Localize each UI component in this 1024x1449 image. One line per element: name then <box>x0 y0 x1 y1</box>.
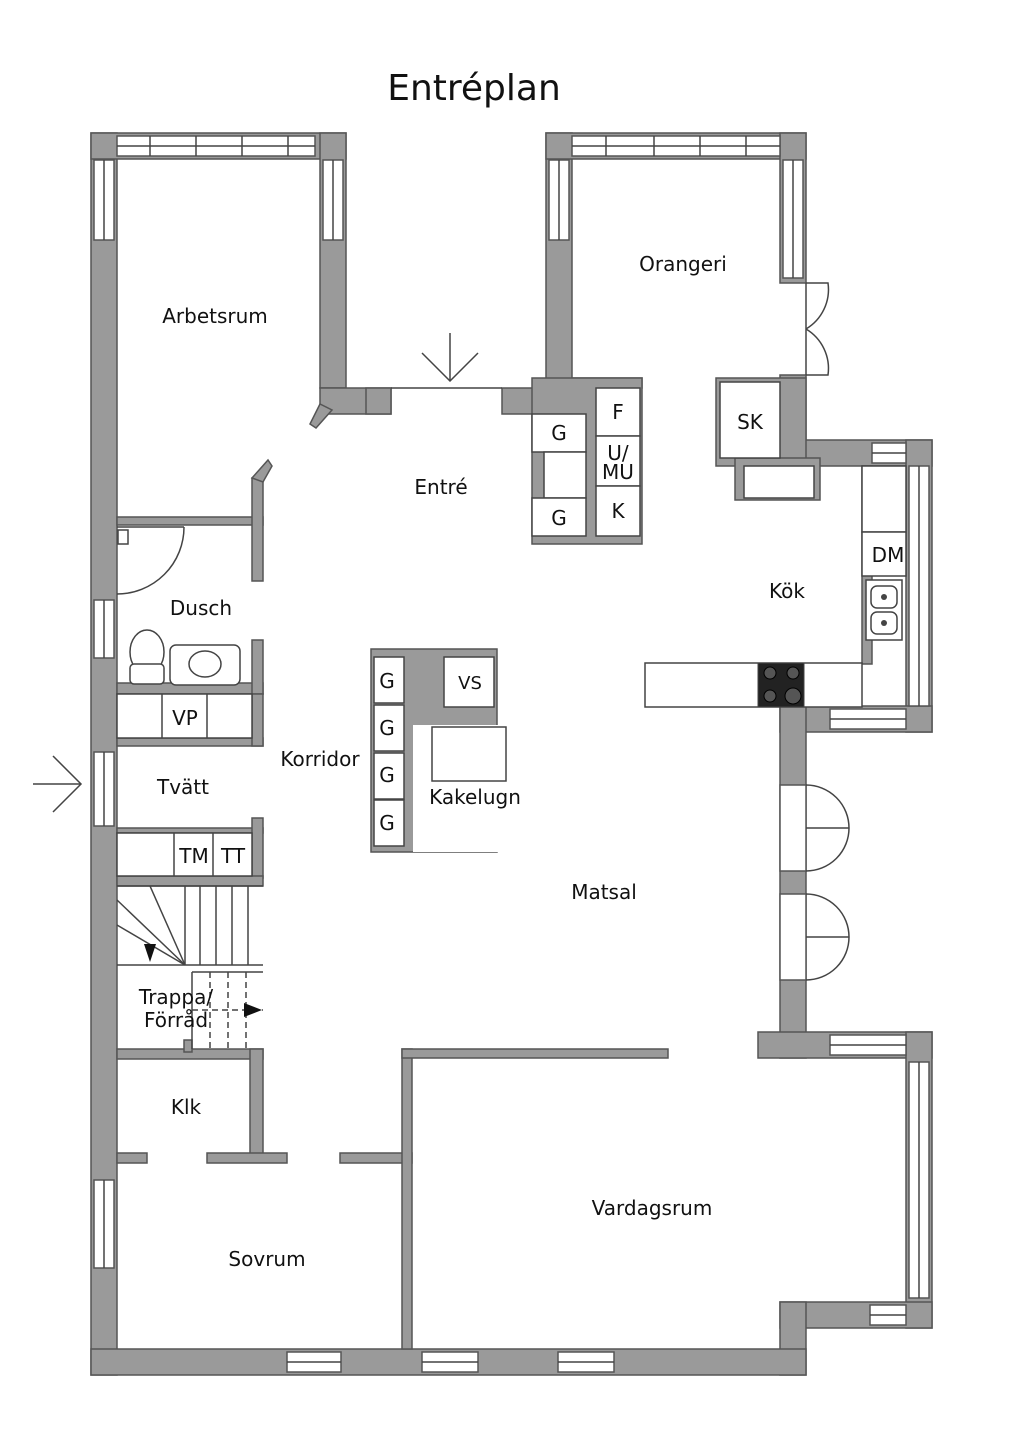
room-label-forrad: Förråd <box>144 1008 208 1032</box>
room-label-entre: Entré <box>414 475 467 499</box>
fixture-label-g: G <box>379 811 395 835</box>
fixture-labels: G G F U/ MU K SK DM VS G G G G VP TM TT <box>172 400 904 868</box>
fixture-label-g: G <box>379 763 395 787</box>
windows <box>93 135 930 1373</box>
room-label-korridor: Korridor <box>280 747 360 771</box>
fixture-label-u: U/ <box>607 441 629 465</box>
fixture-label-tt: TT <box>220 844 246 868</box>
fixture-label-vp: VP <box>172 706 198 730</box>
fixture-label-g: G <box>379 716 395 740</box>
fixture-label-mu: MU <box>602 460 634 484</box>
room-label-trappa: Trappa/ <box>138 985 213 1009</box>
fixture-label-g: G <box>379 669 395 693</box>
fixture-label-k: K <box>611 499 625 523</box>
room-label-tvatt: Tvätt <box>156 775 209 799</box>
fixture-label-tm: TM <box>178 844 208 868</box>
fixture-label-g: G <box>551 421 567 445</box>
fixture-label-dm: DM <box>872 543 905 567</box>
room-label-matsal: Matsal <box>571 880 637 904</box>
room-label-sovrum: Sovrum <box>228 1247 305 1271</box>
plan-title: Entréplan <box>387 68 561 109</box>
fixture-label-vs: VS <box>458 673 482 694</box>
fixtures <box>116 381 907 1049</box>
doors <box>116 282 850 981</box>
entrance-arrows <box>33 333 479 813</box>
fixture-label-g: G <box>551 506 567 530</box>
room-label-klk: Klk <box>171 1095 202 1119</box>
room-labels: Arbetsrum Orangeri Entré Dusch Kök Korri… <box>138 252 805 1271</box>
fixture-label-f: F <box>612 400 624 424</box>
room-label-vardagsrum: Vardagsrum <box>592 1196 713 1220</box>
room-label-kakelugn: Kakelugn <box>429 785 521 809</box>
room-label-dusch: Dusch <box>170 596 232 620</box>
room-label-kok: Kök <box>769 579 805 603</box>
room-label-orangeri: Orangeri <box>639 252 727 276</box>
room-label-arbetsrum: Arbetsrum <box>162 304 268 328</box>
fixture-label-sk: SK <box>737 410 764 434</box>
